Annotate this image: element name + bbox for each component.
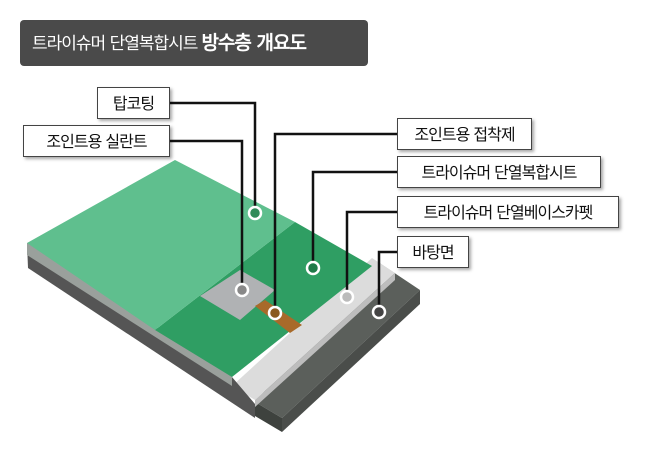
marker-substrate (371, 304, 387, 320)
leader-base-carpet (345, 210, 397, 296)
leader-joint-sealant (170, 139, 244, 290)
carpet-top (232, 258, 395, 400)
label-substrate: 바탕면 (397, 236, 469, 268)
leader-top-coating (170, 101, 257, 212)
leader-composite-sheet (311, 170, 397, 268)
marker-composite-sheet (305, 260, 321, 276)
label-composite-sheet: 트라이슈머 단열복합시트 (397, 156, 601, 188)
marker-joint-sealant (234, 282, 250, 298)
label-joint-adhesive: 조인트용 접착제 (397, 118, 532, 150)
marker-top-coating (247, 205, 263, 221)
substrate-side-right (282, 290, 420, 432)
marker-joint-adhesive (267, 305, 283, 321)
composite-sheet-light (27, 160, 295, 330)
title-bold: 방수층 개요도 (201, 32, 306, 54)
leader-joint-adhesive (273, 132, 397, 313)
leader-substrate (377, 250, 397, 312)
marker-base-carpet (339, 289, 355, 305)
label-joint-sealant: 조인트용 실란트 (23, 125, 170, 157)
slab-left-band (27, 243, 232, 386)
title-normal: 트라이슈머 단열복합시트 (32, 34, 198, 54)
carpet-side (255, 273, 395, 407)
substrate-side (255, 402, 282, 432)
label-top-coating: 탑코팅 (97, 87, 170, 119)
label-base-carpet: 트라이슈머 단열베이스카펫 (397, 196, 619, 228)
